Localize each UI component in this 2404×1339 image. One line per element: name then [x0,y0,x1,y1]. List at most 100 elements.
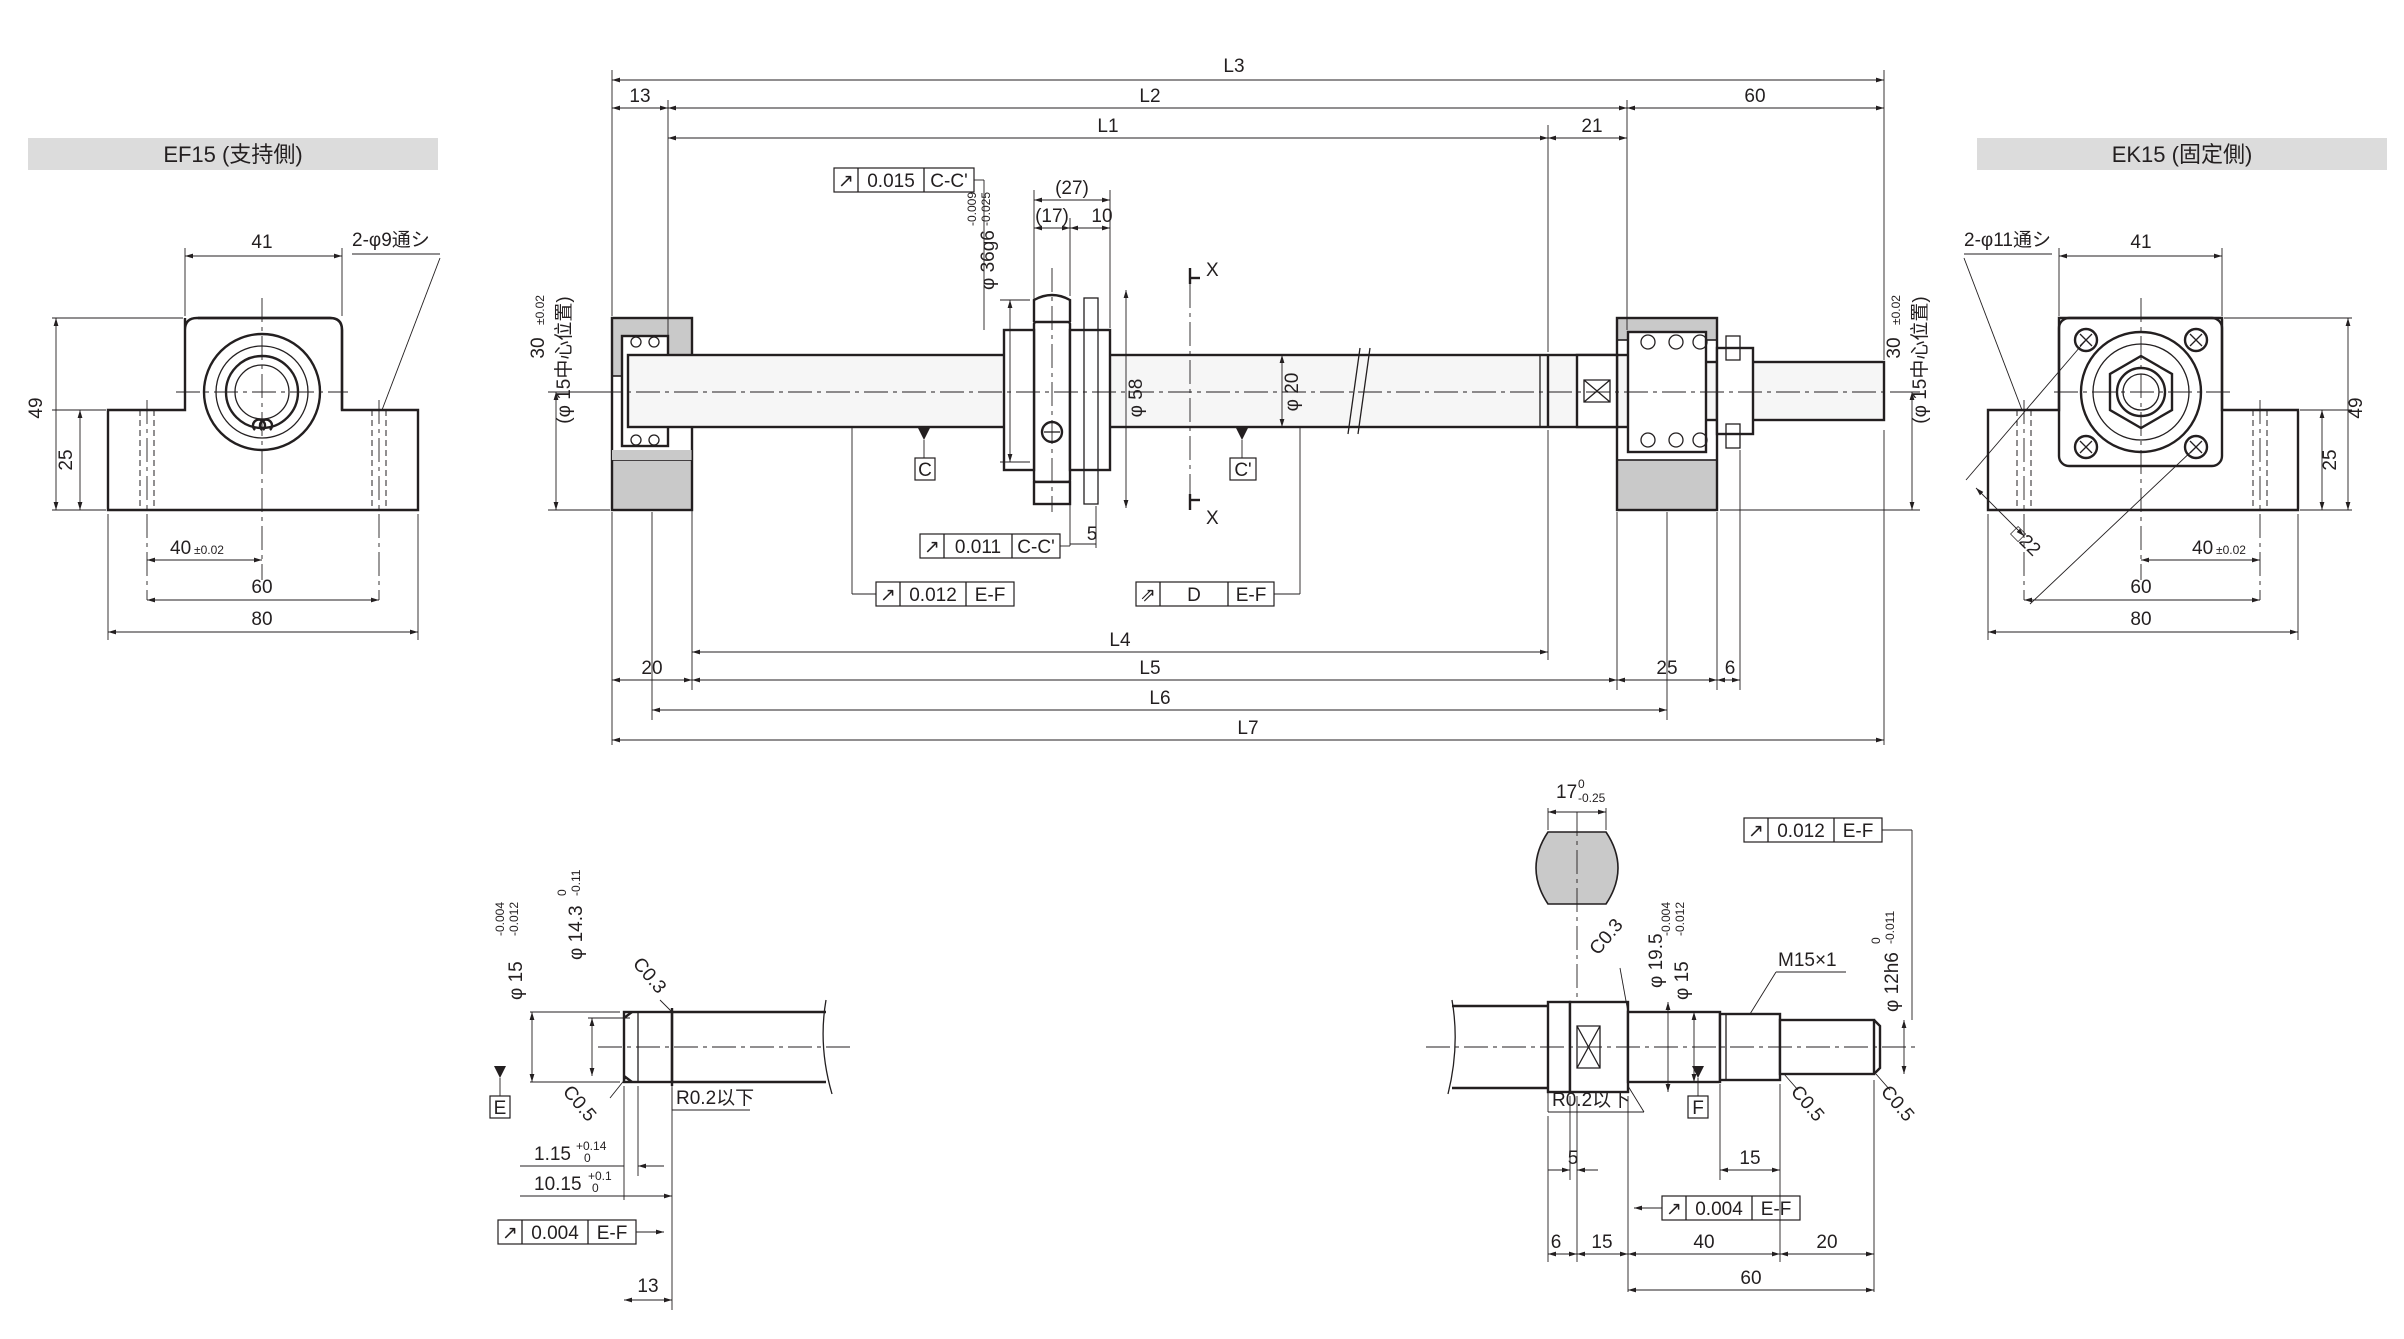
dimension-label: 41 [2130,232,2151,253]
dimension-label: M15×1 [1778,950,1837,971]
dimension-label: X [1206,508,1219,529]
dimension-label: ±0.02 [1889,295,1903,325]
dimension-label: 30 [528,337,549,358]
dimension-label: 17 [1556,782,1577,803]
dimension-label: (17) [1035,206,1069,227]
dimension-label: C0.5 [558,1082,600,1126]
dimension-label: +0.1 [588,1169,612,1183]
dimension-label: ↗ [838,171,854,192]
fcf-f-0012: ↗ 0.012 E-F [1743,817,1913,1020]
dimension-label: ±0.02 [194,543,224,557]
dimension-label: -0.011 [1883,911,1897,944]
dimension-label: E-F [1761,1199,1792,1220]
dimension-label: ↗ [1748,821,1764,842]
dimension-label: -0.25 [1578,791,1606,805]
dimension-label: 0.015 [867,171,915,192]
dimension-label: φ 12h6 [1882,952,1903,1012]
dimension-label: 0 [592,1181,599,1195]
dimension-label: 0.004 [1695,1199,1743,1220]
label-l2: L2 [1139,86,1160,107]
dimension-label: 0.004 [531,1223,579,1244]
dimension-label: ↗ [880,585,896,606]
dimension-label: 25 [2320,449,2341,470]
dimension-label: -0.025 [979,192,993,226]
dimension-label: -0.004 [493,902,507,936]
dimension-label: φ 15 [1672,961,1693,1000]
dimension-label: 80 [251,609,272,630]
dimension-label: 2-φ11通シ [1964,229,2051,251]
dimension-label: (27) [1055,178,1089,199]
dimension-label: F [1692,1098,1704,1119]
dimension-label: 0.012 [909,585,957,606]
dimension-label: (φ 15中心位置) [1909,296,1931,423]
dimension-label: 0.011 [955,537,1001,558]
ek15-fixed-view [1986,298,2300,600]
dimension-label: C0.3 [628,954,670,998]
dimension-label: -0.11 [569,869,583,896]
dimension-label: φ 19.5 [1646,933,1667,988]
dimension-label: 80 [2130,609,2151,630]
dimension-label: C0.3 [1586,915,1628,959]
dimension-label: -0.004 [1659,902,1673,936]
dimension-label: 6 [1551,1232,1562,1253]
fcf-runout-0011: ↗ 0.011 C-C' [919,470,1071,559]
dimension-label: R0.2以下 [1552,1090,1630,1111]
dimension-label: 5 [1568,1148,1579,1169]
dimension-label: ↗ [1666,1199,1682,1220]
dimension-label: X [1206,260,1219,281]
ek15-header-bar [1977,138,2387,170]
label-l1: L1 [1097,116,1118,137]
dimension-label: ↗ [924,537,940,558]
label-l3: L3 [1223,56,1244,77]
ball-nut-body [1002,328,1036,472]
dimension-label: 41 [251,232,272,253]
label-l7: L7 [1237,718,1258,739]
dimension-label: 0 [1578,777,1585,791]
dimension-label: 30 [1884,337,1905,358]
dimension-label: 5 [1087,524,1098,545]
dimension-label: C-C' [930,171,967,192]
dimension-label: φ 58 [1126,379,1147,418]
dimension-label: 0.012 [1777,821,1825,842]
dimension-label: 60 [251,577,272,598]
dimension-label: C0.5 [1876,1082,1918,1126]
dimension-label: -0.012 [1673,902,1687,936]
label-l5: L5 [1139,658,1160,679]
dimension-label: 1.15 [534,1144,571,1165]
dimension-label: -0.012 [507,902,521,936]
dimension-label: E-F [975,585,1006,606]
fcf-total-runout-d: ⇗ D E-F [1135,427,1301,607]
dimension-label: 40 [170,538,191,559]
dimension-label: C' [1234,460,1251,481]
dimension-label: 25 [56,449,77,470]
dimension-label: E [494,1098,507,1119]
dimension-label: E-F [1236,585,1267,606]
dimension-label: ±0.02 [2216,543,2246,557]
ef15-support-view [106,298,420,600]
ef15-header-bar [28,138,438,170]
label-l6: L6 [1149,688,1170,709]
dimension-label: +0.14 [576,1139,607,1153]
dimension-label: ↗ [502,1223,518,1244]
dimension-label: ⇗ [1140,585,1156,606]
ef15-dimensions: 41 2-φ9通シ 49 25 40 ±0.02 60 80 [26,229,441,640]
dimension-label: C [918,460,932,481]
dimension-label: 60 [1744,86,1765,107]
main-assembly [560,268,1910,512]
dimension-label: 13 [629,86,650,107]
fcf-runout-0015: ↗ 0.015 C-C' [833,167,985,330]
dimension-label: D [1187,585,1201,606]
dimension-label: φ 36g6 [978,230,999,290]
dimension-label: R0.2以下 [676,1088,754,1109]
detail-e-dimensions: φ 15 -0.004 -0.012 φ 14.3 0 -0.11 C0.3 C… [489,869,754,1310]
dimension-label: 6 [1725,658,1736,679]
screw-shaft [626,353,1690,429]
dimension-label: □22 [2006,523,2044,561]
dimension-label: 15 [1591,1232,1612,1253]
dimension-label: 40 [1693,1232,1714,1253]
dimension-label: 60 [2130,577,2151,598]
dimension-label: 10 [1091,206,1112,227]
dimension-label: 49 [2346,397,2367,418]
dimension-label: 2-φ9通シ [352,229,430,251]
